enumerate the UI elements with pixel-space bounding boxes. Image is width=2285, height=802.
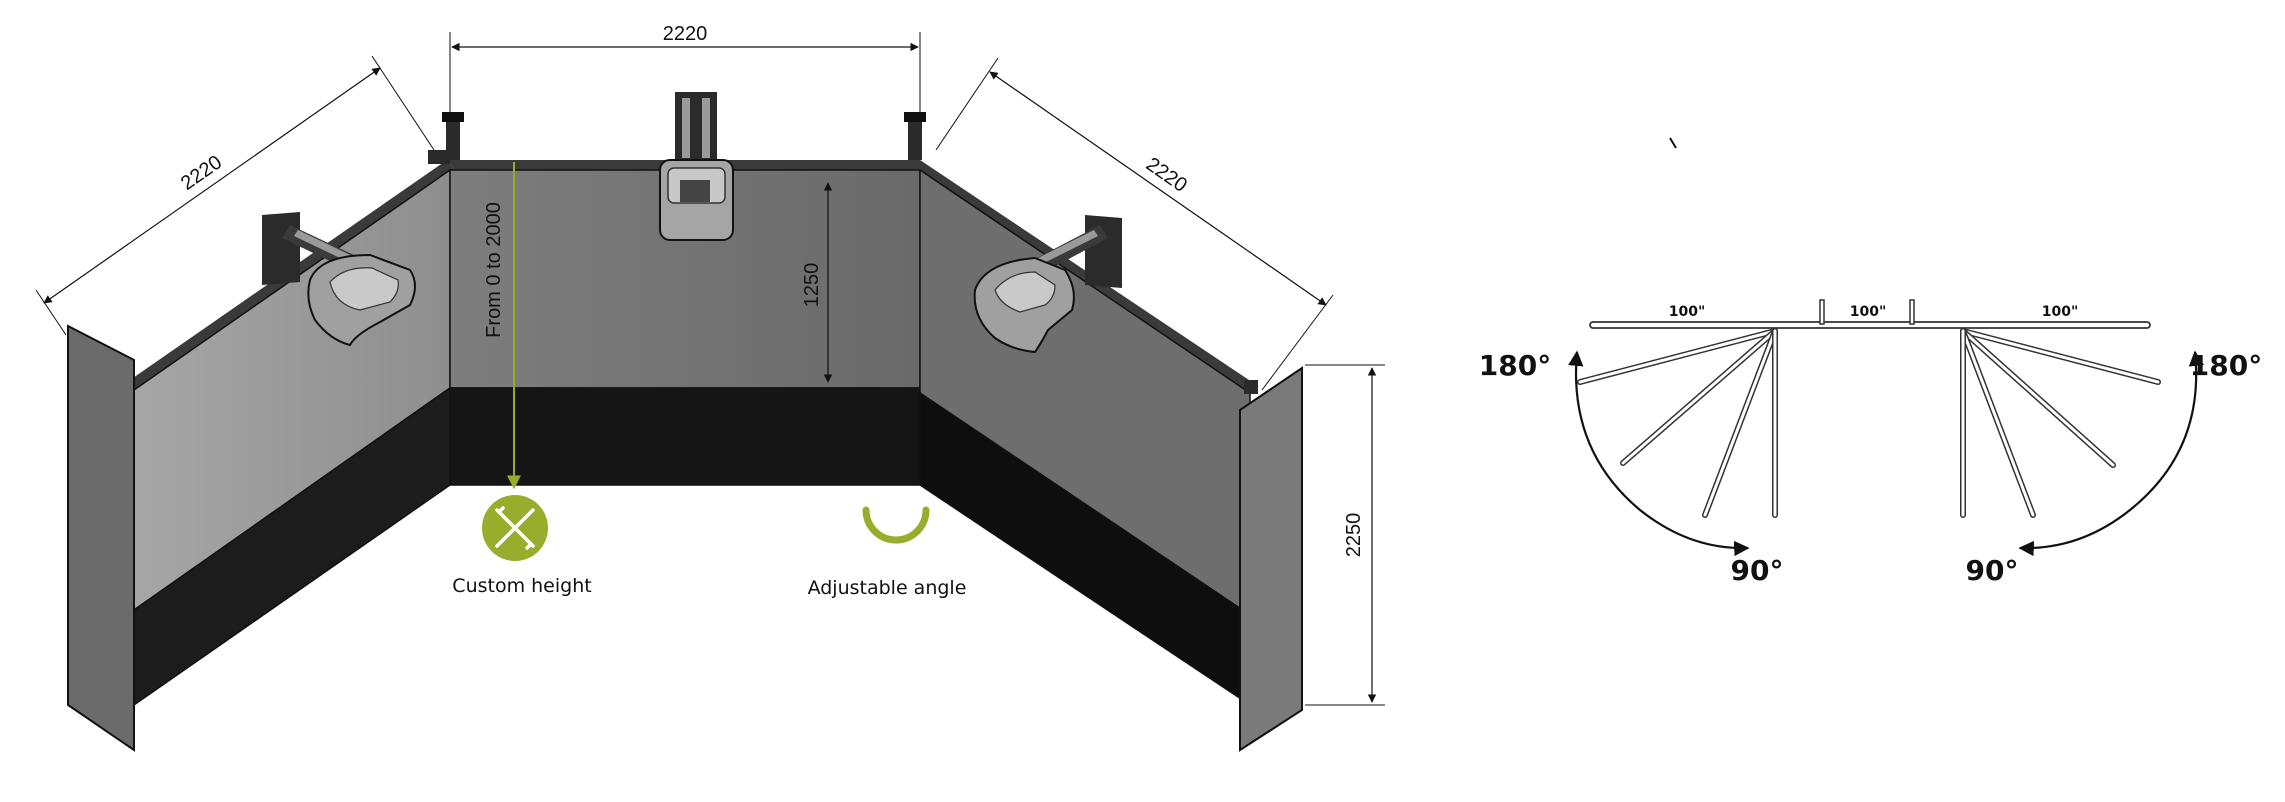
segment-label-center: 100": [1850, 304, 1887, 320]
center-panel-lower: [449, 387, 921, 486]
left-end-panel: [67, 324, 135, 752]
center-projector-mount: [659, 92, 734, 241]
dim-left-width: 2220: [177, 151, 226, 195]
left-hinge-fan: [1577, 328, 1778, 518]
dim-panel-height: 1250: [801, 263, 823, 308]
segment-label-left: 100": [1669, 304, 1706, 320]
corner-post-right: [908, 118, 922, 160]
arc-angle-icon: [862, 506, 930, 544]
dim-adjustable-height: From 0 to 2000: [483, 202, 505, 338]
dim-total-height: 2250: [1343, 513, 1365, 558]
booth-illustration: [67, 92, 1303, 752]
top-view-diagram: 100" 100" 100" 180° 90° 180° 90°: [1479, 137, 2262, 587]
segment-label-right: 100": [2042, 304, 2079, 320]
stray-mark: [1669, 137, 1677, 149]
ruler-pencil-icon: [482, 495, 548, 561]
custom-height-label: Custom height: [452, 575, 591, 597]
right-min-angle-label: 90°: [1966, 554, 2019, 587]
left-angle-arc: [1568, 350, 1750, 557]
custom-height-feature: Custom height: [452, 495, 592, 597]
left-max-angle-label: 180°: [1479, 349, 1551, 382]
dimension-top-width: 2220: [449, 23, 921, 112]
dimension-total-height: 2250: [1305, 364, 1385, 706]
right-max-angle-label: 180°: [2190, 349, 2262, 382]
dimension-adjustable-height: From 0 to 2000: [483, 162, 521, 490]
left-min-angle-label: 90°: [1731, 554, 1784, 587]
adjustable-angle-feature: Adjustable angle: [808, 506, 967, 599]
right-hinge-fan: [1960, 328, 2161, 518]
dim-right-width: 2220: [1142, 153, 1191, 197]
right-angle-arc: [2018, 350, 2205, 557]
top-view-main-bar: [1589, 321, 2151, 329]
corner-post-left: [446, 118, 460, 160]
dimension-panel-height: 1250: [801, 182, 833, 383]
dim-top-width: 2220: [663, 23, 708, 45]
right-end-panel: [1239, 366, 1303, 752]
adjustable-angle-label: Adjustable angle: [808, 577, 967, 599]
